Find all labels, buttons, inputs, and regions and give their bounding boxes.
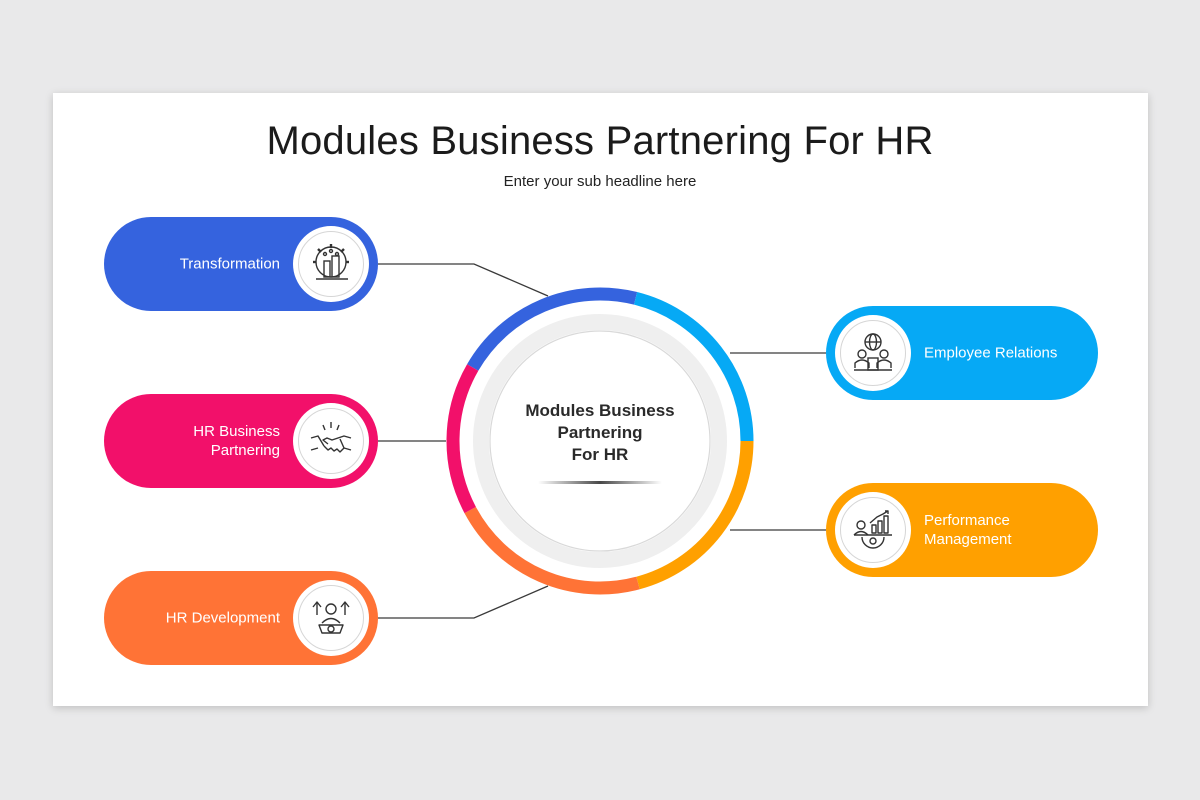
module-label: Transformation xyxy=(179,255,280,273)
page-subtitle: Enter your sub headline here xyxy=(503,173,697,190)
handshake-icon xyxy=(310,422,352,453)
module-label: Performance Management xyxy=(924,511,1012,549)
hub-ring xyxy=(446,287,754,595)
module-performance-management: Performance Management xyxy=(826,483,1098,577)
gear-building-icon xyxy=(313,244,349,280)
module-label: HR Business Partnering xyxy=(193,422,280,460)
ring-segment-employee-relations xyxy=(633,292,754,442)
module-icon-holder xyxy=(835,315,911,391)
module-label-line: Performance xyxy=(924,512,1010,529)
module-icon-holder xyxy=(835,492,911,568)
center-label: Modules Business Partnering For HR xyxy=(510,400,690,466)
module-icon-holder xyxy=(293,226,369,302)
team-globe-icon xyxy=(854,333,892,371)
hub-center-disc xyxy=(489,330,711,552)
ring-segment-hr-business-partnering xyxy=(446,364,479,514)
module-icon-holder xyxy=(293,403,369,479)
module-label-line: Partnering xyxy=(210,442,280,459)
center-label-line: For HR xyxy=(571,445,629,464)
page-title: Modules Business Partnering For HR xyxy=(266,119,934,163)
module-label: HR Development xyxy=(165,609,280,627)
connector-transformation xyxy=(378,263,549,297)
ring-segment-hr-development xyxy=(464,506,640,595)
module-hr-business-partnering: HR Business Partnering xyxy=(104,394,378,488)
center-label-line: Partnering xyxy=(557,423,643,442)
module-label-line: HR Business xyxy=(193,423,280,440)
center-label-line: Modules Business xyxy=(525,401,675,420)
module-label-line: Management xyxy=(924,531,1012,548)
module-label: Employee Relations xyxy=(924,344,1058,362)
hub-inner-ring xyxy=(473,314,727,568)
performance-chart-icon xyxy=(853,510,892,549)
module-hr-development: HR Development xyxy=(104,571,378,665)
center-underline xyxy=(538,481,662,484)
ring-segment-transformation xyxy=(467,287,638,371)
module-transformation: Transformation xyxy=(104,217,378,311)
connector-hr-development xyxy=(378,585,549,619)
person-growth-icon xyxy=(312,601,350,634)
module-icon-holder xyxy=(293,580,369,656)
module-employee-relations: Employee Relations xyxy=(826,306,1098,400)
ring-segment-performance-management xyxy=(636,440,754,590)
